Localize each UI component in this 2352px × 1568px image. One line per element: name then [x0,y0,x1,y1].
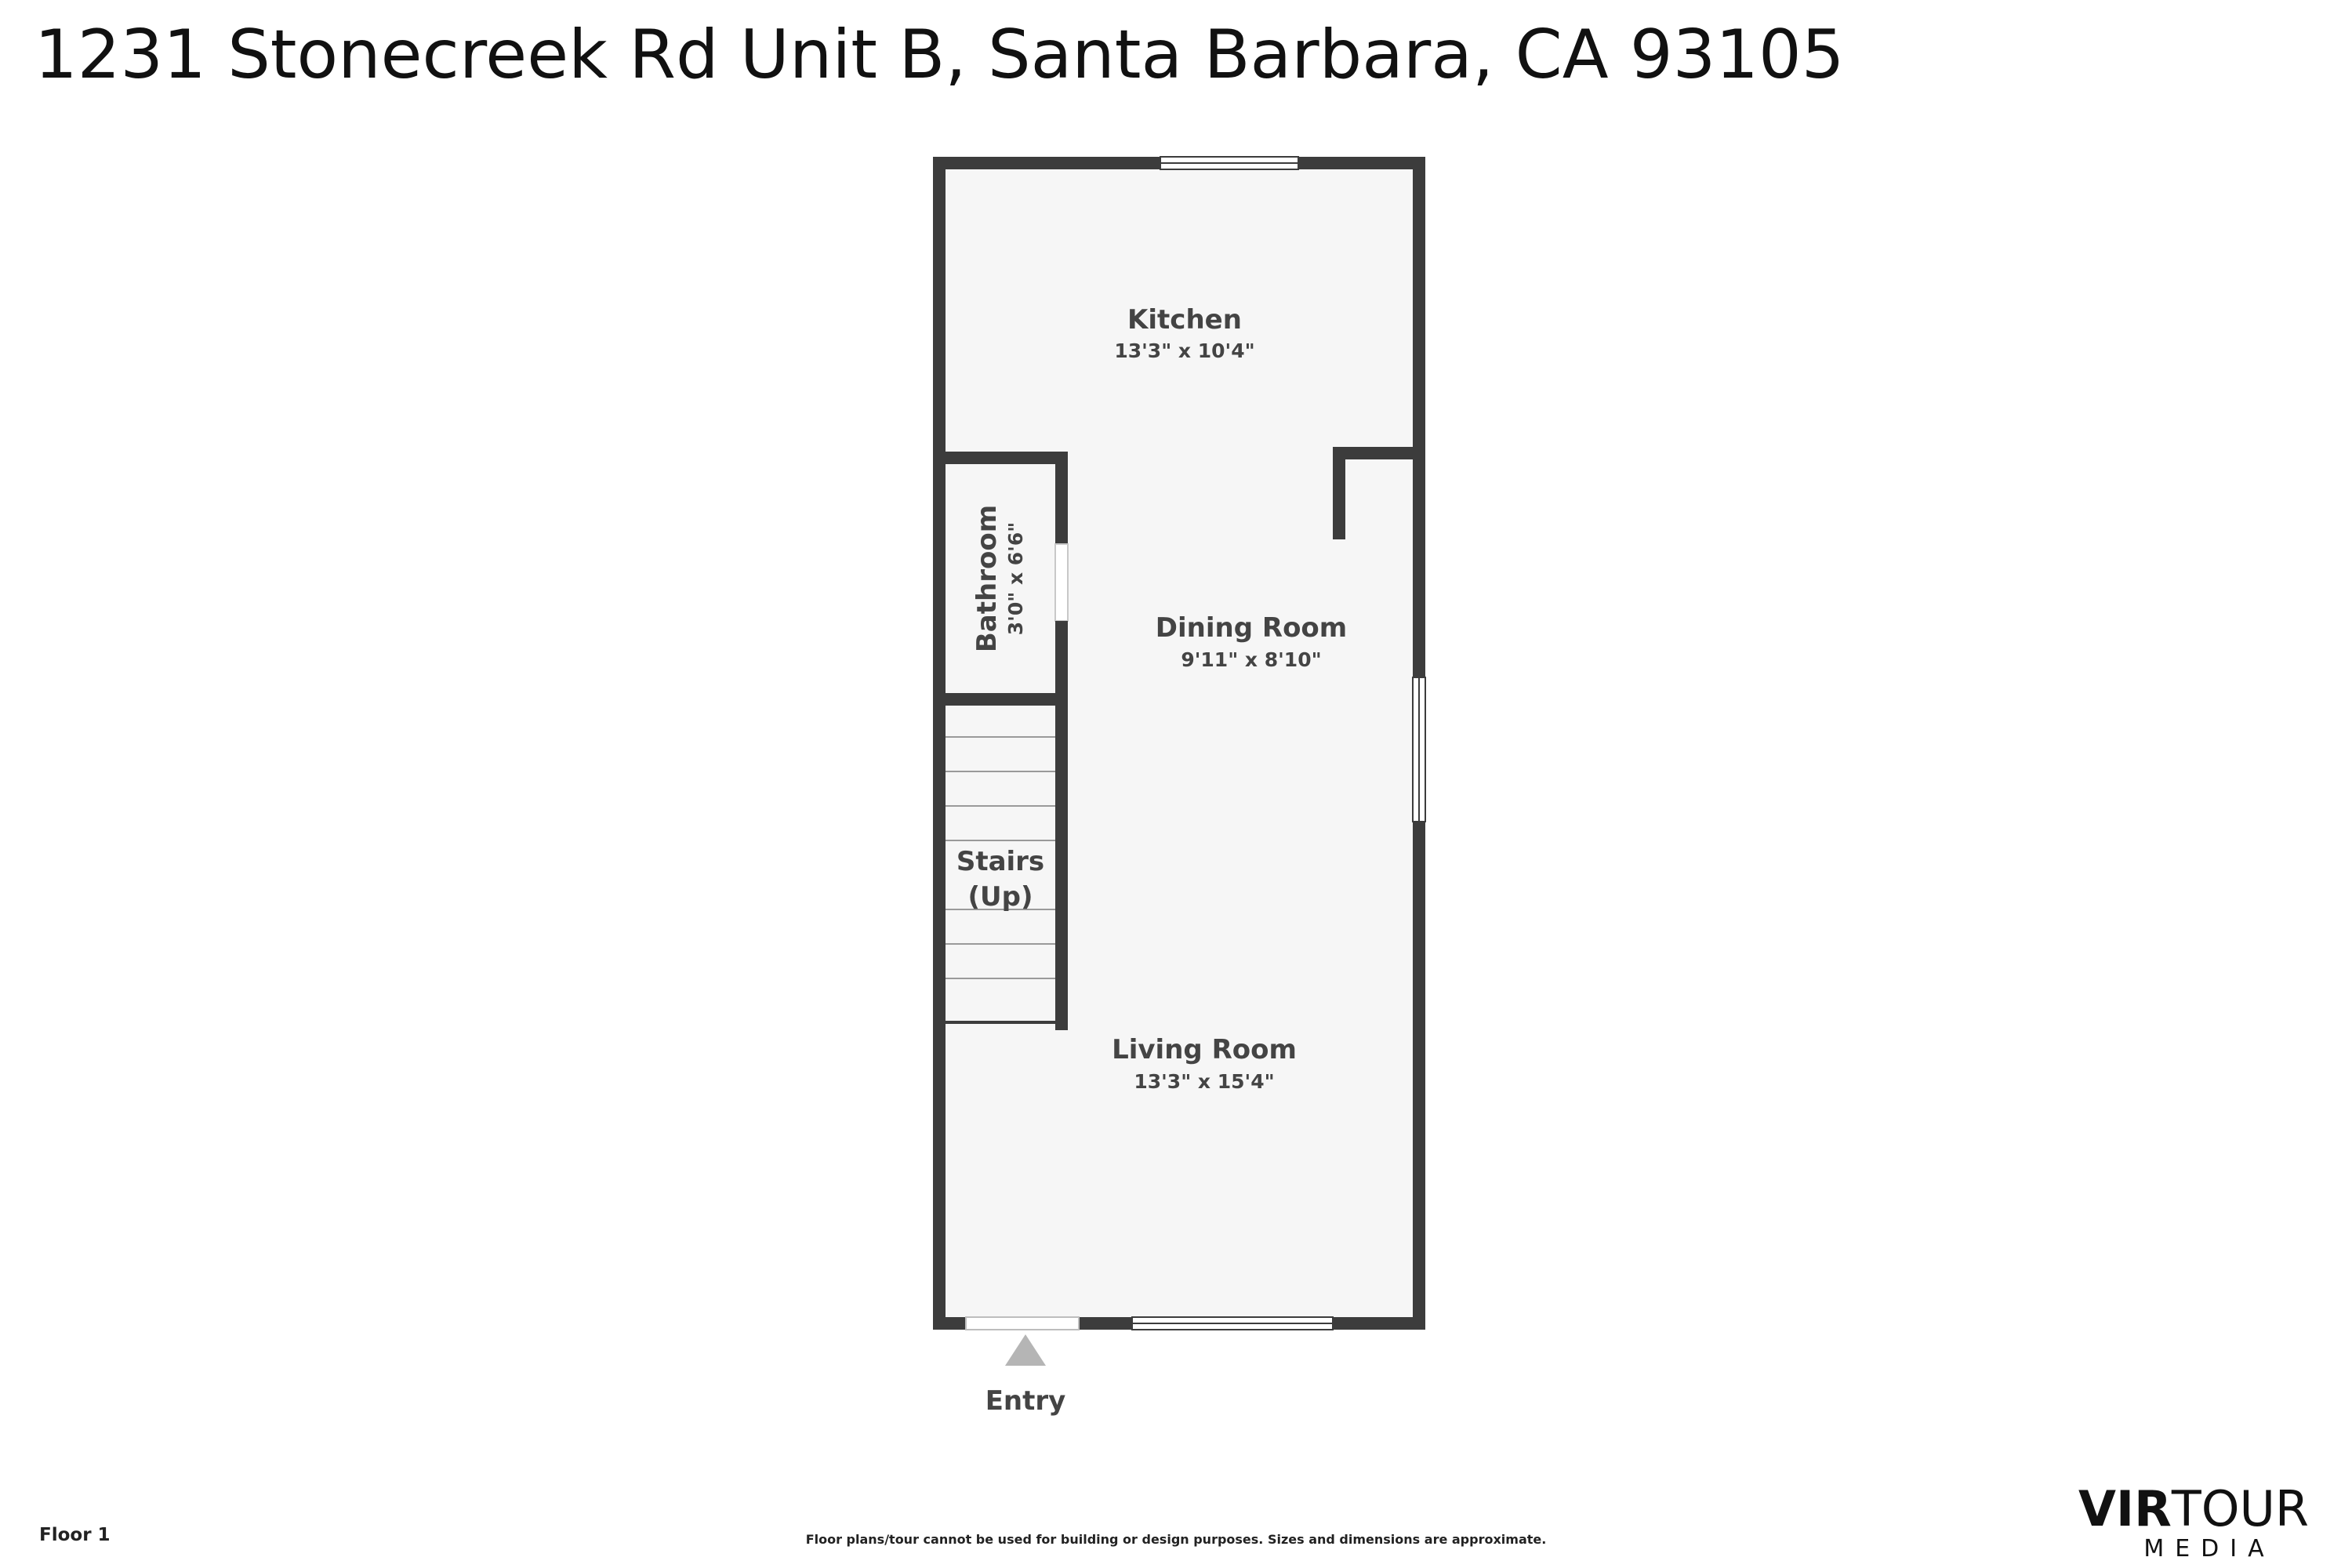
wall-bathroom-right-lower [1055,621,1068,706]
bathroom-label-group: Bathroom 3'0" x 6'6" [971,505,1027,652]
logo-brand-strong: VIR [2078,1480,2172,1537]
wall-bathroom-right-upper [1055,452,1068,544]
disclaimer: Floor plans/tour cannot be used for buil… [805,1532,1547,1547]
stairs-direction-label: (Up) [967,881,1033,913]
wall-bathroom-top [933,452,1068,464]
wall-stairs-right [1055,706,1068,1030]
page-title: 1231 Stonecreek Rd Unit B, Santa Barbara… [34,16,1845,94]
bathroom-door [1054,543,1069,622]
stairs-label: Stairs [956,846,1044,877]
window-right [1412,677,1426,822]
floor-area [939,163,1419,1323]
logo-wordmark: VIRTOUR [2053,1482,2335,1537]
living-room-label: Living Room [1112,1034,1297,1065]
wall-dining-stub [1333,447,1345,539]
logo-brand-light: TOUR [2171,1480,2309,1537]
window-top [1160,156,1299,170]
dining-room-dimensions: 9'11" x 8'10" [1181,648,1321,671]
wall-bottom-mid [1079,1317,1132,1330]
brand-logo: VIRTOUR MEDIA [2053,1482,2335,1563]
entry-label: Entry [985,1385,1066,1417]
wall-bottom-left [933,1317,966,1330]
entry-arrow-icon [1005,1334,1046,1366]
stairs-treads [946,736,1055,979]
wall-left [933,157,946,1330]
window-bottom [1131,1316,1334,1330]
wall-dining-top [1333,447,1425,459]
kitchen-label: Kitchen [1127,304,1242,336]
wall-bottom-right [1333,1317,1425,1330]
entry-door-opening [965,1316,1080,1330]
kitchen-dimensions: 13'3" x 10'4" [1114,339,1254,362]
floor-label: Floor 1 [39,1525,111,1545]
living-room-dimensions: 13'3" x 15'4" [1134,1070,1274,1093]
dining-room-label: Dining Room [1156,612,1347,644]
bathroom-dimensions: 3'0" x 6'6" [1004,522,1027,635]
wall-bathroom-bottom [933,693,1068,706]
wall-right-lower [1413,822,1425,1330]
logo-subtitle: MEDIA [2143,1535,2275,1563]
bathroom-label: Bathroom [971,505,1003,652]
wall-right-upper [1413,157,1425,677]
